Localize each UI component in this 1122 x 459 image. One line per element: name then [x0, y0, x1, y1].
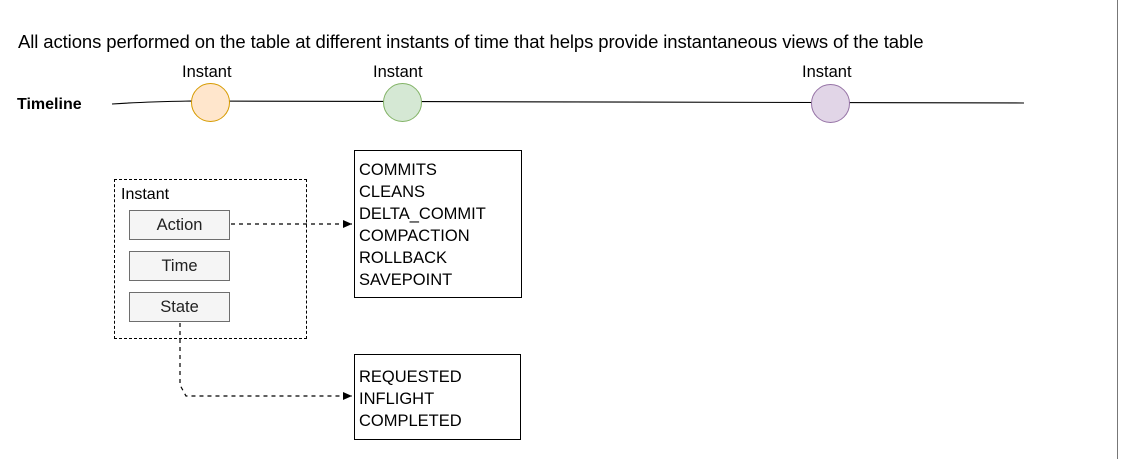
action-item-compaction: COMPACTION: [359, 227, 470, 245]
instant-structure-title: Instant: [121, 186, 170, 203]
instant-label-2: Instant: [373, 63, 423, 81]
action-item-cleans: CLEANS: [359, 183, 426, 201]
instant-circle-3: [811, 84, 850, 123]
page-right-border: [1117, 0, 1118, 459]
state-field: State: [129, 292, 230, 322]
diagram-heading: All actions performed on the table at di…: [18, 31, 924, 52]
action-item-delta-commit: DELTA_COMMIT: [359, 205, 486, 223]
instant-structure-box: [114, 179, 307, 339]
instant-circle-2: [383, 83, 422, 122]
action-field: Action: [129, 210, 230, 240]
action-item-rollback: ROLLBACK: [359, 249, 448, 267]
state-item-completed: COMPLETED: [359, 412, 462, 430]
instant-label-3: Instant: [802, 63, 852, 81]
actions-list-box: COMMITS CLEANS DELTA_COMMIT COMPACTION R…: [354, 150, 522, 298]
timeline-label: Timeline: [17, 96, 82, 113]
timeline-line: [111, 100, 1025, 105]
action-item-commits: COMMITS: [359, 161, 437, 179]
state-item-inflight: INFLIGHT: [359, 390, 435, 408]
action-item-savepoint: SAVEPOINT: [359, 271, 453, 289]
instant-label-1: Instant: [182, 63, 232, 81]
states-list-box: REQUESTED INFLIGHT COMPLETED: [354, 354, 521, 440]
state-item-requested: REQUESTED: [359, 368, 462, 386]
time-field: Time: [129, 251, 230, 281]
instant-circle-1: [191, 83, 230, 122]
